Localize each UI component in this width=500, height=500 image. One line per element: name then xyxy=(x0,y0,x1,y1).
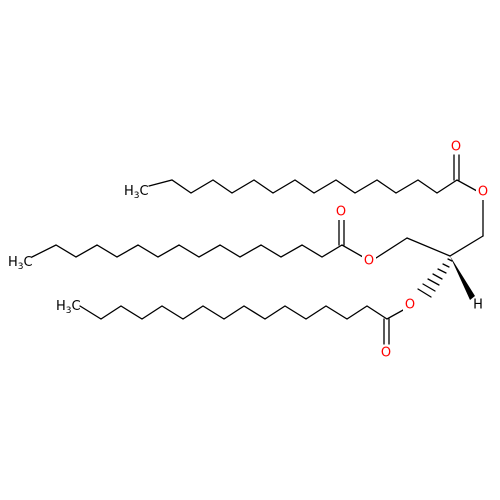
backbone-ch2-top xyxy=(449,235,484,257)
chain-3-backbone xyxy=(79,305,406,320)
methyl-labels: H3C H3C H3C xyxy=(8,184,149,316)
glycerol-backbone xyxy=(375,235,484,300)
acyl-chain-2 xyxy=(31,218,364,258)
chain-3-methyl-label: H3C xyxy=(56,299,81,316)
acyl-chain-3 xyxy=(79,305,406,345)
chain-1-methyl-label: H3C xyxy=(124,184,149,201)
chain-2-backbone xyxy=(31,244,364,258)
acyl-chain-1 xyxy=(148,154,484,237)
solid-wedge-bond xyxy=(450,256,475,300)
ester-2-ether-oxygen: O xyxy=(364,254,374,269)
chain-1-backbone xyxy=(148,179,478,194)
oxygen-labels: O O O O O O xyxy=(334,138,490,361)
ester-1-carbonyl-oxygen: O xyxy=(451,140,461,155)
ester-2-carbonyl-oxygen: O xyxy=(336,205,346,220)
backbone-o-ch2-left xyxy=(375,237,408,259)
ester-3-carbonyl-oxygen: O xyxy=(381,346,391,361)
ester-1-ether-oxygen: O xyxy=(478,185,488,200)
hashed-wedge-bond xyxy=(417,258,453,298)
ester-3-ether-oxygen: O xyxy=(405,298,415,313)
backbone-ch2-left xyxy=(406,237,451,257)
chain-2-methyl-label: H3C xyxy=(8,255,33,272)
stereo-hydrogen-label: H xyxy=(473,298,483,313)
